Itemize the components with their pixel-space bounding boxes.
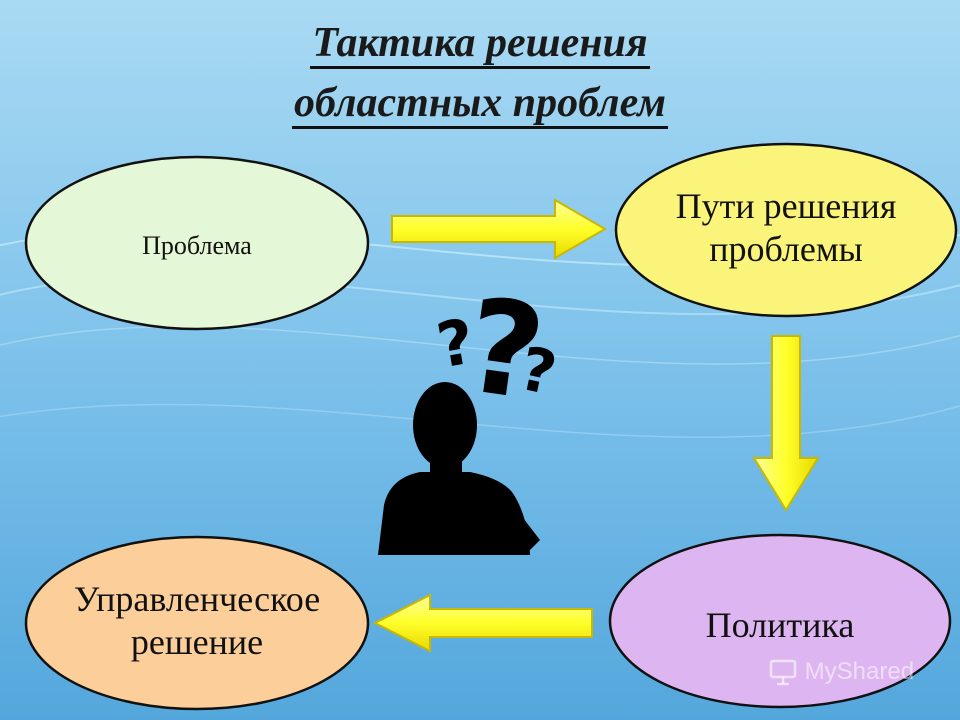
question-marks-icon: ? ? ? [432, 269, 563, 430]
node-problem [24, 155, 370, 331]
node-problem-label: Проблема [142, 231, 252, 260]
node-decision-label: Управленческое решение [73, 579, 321, 663]
watermark-text: MyShared [804, 658, 915, 685]
watermark: MyShared [768, 657, 938, 691]
arrow-left [372, 593, 593, 653]
title-line-2: областных проблем [0, 80, 960, 129]
presentation-board-icon [769, 659, 797, 686]
arrow-right [391, 198, 607, 260]
person-thinking-icon [378, 382, 540, 555]
node-politics-label: Политика [705, 605, 855, 645]
node-decision [24, 535, 370, 711]
node-solutions-label: Пути решения проблемы [675, 186, 897, 270]
node-politics [608, 533, 952, 709]
arrow-down [752, 335, 820, 512]
node-solutions [614, 142, 958, 318]
title-line-1: Тактика решения [0, 20, 960, 69]
